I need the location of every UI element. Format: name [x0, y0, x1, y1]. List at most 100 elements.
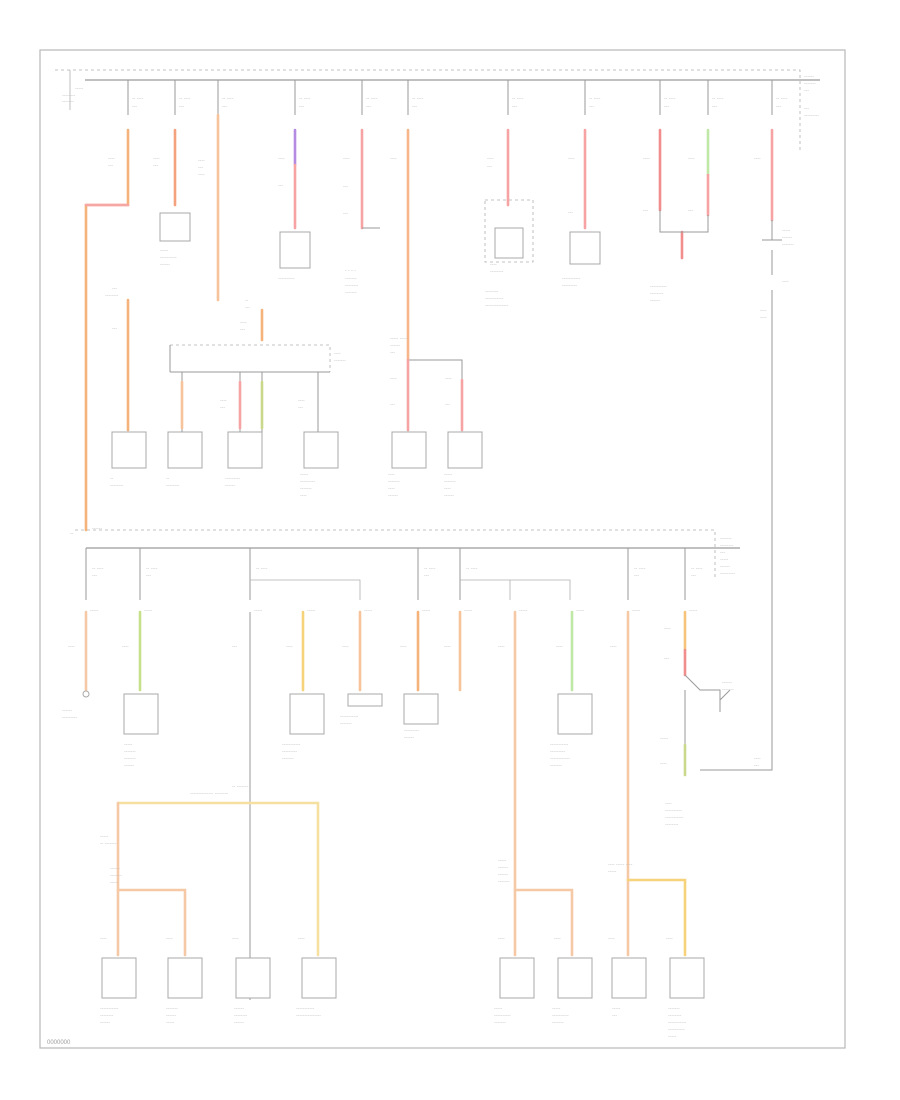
svg-text:-----: ----- — [307, 608, 316, 614]
svg-text:-----: ----- — [422, 608, 431, 614]
svg-text:----: ---- — [444, 644, 451, 650]
svg-text:------: ------ — [782, 235, 792, 241]
svg-text:---: --- — [112, 326, 117, 332]
svg-text:---------: --------- — [804, 113, 819, 119]
svg-text:----: ---- — [278, 156, 285, 162]
svg-text:--------: -------- — [490, 269, 504, 275]
svg-text:----------: ---------- — [668, 1027, 685, 1033]
svg-text:-------: ------- — [498, 879, 510, 885]
svg-text:-----------: ----------- — [562, 276, 581, 282]
svg-text:---: --- — [112, 286, 117, 292]
svg-text:---: --- — [240, 327, 245, 333]
svg-text:-------: ------- — [345, 276, 357, 282]
svg-text:----: ---- — [108, 156, 115, 162]
svg-text:-----------: ----------- — [668, 1020, 687, 1026]
svg-text:-- ----: -- ---- — [256, 566, 268, 572]
svg-text:-- ----: -- ---- — [299, 96, 311, 102]
svg-text:-----: ----- — [782, 228, 791, 234]
svg-text:----: ---- — [754, 156, 761, 162]
svg-text:---: --- — [343, 184, 348, 190]
svg-text:---: --- — [804, 88, 809, 94]
svg-text:------: ------ — [388, 493, 398, 499]
bottom-connectors — [101, 957, 705, 999]
svg-text:------: ------ — [498, 865, 508, 871]
svg-text:----: ---- — [610, 644, 617, 650]
svg-text:-------: ------- — [345, 290, 357, 296]
svg-text:----: ---- — [782, 279, 789, 285]
svg-text:----: ---- — [664, 626, 671, 632]
top-relay-loop — [659, 210, 709, 233]
svg-text:-----: ----- — [364, 608, 373, 614]
svg-text:----------: ---------- — [650, 284, 667, 290]
svg-text:---: --- — [298, 405, 303, 411]
svg-text:-- ----: -- ---- — [179, 96, 191, 102]
svg-text:--------: -------- — [110, 483, 124, 489]
svg-text:---------: --------- — [550, 749, 565, 755]
svg-text:---: --- — [664, 656, 669, 662]
svg-text:---: --- — [92, 573, 97, 579]
svg-text:----: ---- — [760, 308, 767, 314]
svg-text:--------: -------- — [345, 283, 359, 289]
svg-text:----: ---- — [198, 158, 205, 164]
svg-text:---: --- — [643, 208, 648, 214]
svg-text:----------: ---------- — [278, 276, 295, 282]
svg-text:----: ---- — [554, 936, 561, 942]
svg-text:----: ---- — [487, 156, 494, 162]
second-bus-colored-wires — [84, 610, 731, 1000]
svg-text:-------: ------- — [804, 81, 816, 87]
svg-text:-- ----: -- ---- — [222, 96, 234, 102]
svg-text:------: ------ — [390, 343, 400, 349]
svg-text:--------: -------- — [485, 289, 499, 295]
svg-text:---: --- — [568, 210, 573, 216]
svg-text:----: ---- — [286, 644, 293, 650]
svg-text:----: ---- — [298, 398, 305, 404]
top-colored-wires — [84, 113, 774, 532]
svg-text:---: --- — [390, 350, 395, 356]
svg-text:------: ------ — [404, 735, 414, 741]
svg-text:----: ---- — [660, 761, 667, 767]
svg-text:---: --- — [222, 104, 227, 110]
svg-text:-- ----: -- ---- — [146, 566, 158, 572]
svg-text:---------: --------- — [300, 479, 315, 485]
svg-text:----: ---- — [240, 320, 247, 326]
svg-text:------: ------ — [225, 483, 235, 489]
svg-text:-------: ------- — [550, 763, 562, 769]
svg-text:----------: ---------- — [552, 1013, 569, 1019]
svg-text:-- ----: -- ---- — [634, 566, 646, 572]
svg-text:---: --- — [589, 104, 594, 110]
top-module-3-outline — [484, 199, 534, 263]
svg-text:-----------: ----------- — [296, 1006, 315, 1012]
middle-section: ----------- --- ----- ------- ----------… — [105, 286, 483, 499]
svg-text:-----: ----- — [689, 608, 698, 614]
svg-text:---: --- — [512, 104, 517, 110]
top-components: ------- ------- ----------- ------- ----… — [108, 156, 794, 771]
svg-text:-----: ----- — [720, 557, 729, 563]
svg-text:------: ------ — [160, 262, 170, 268]
svg-text:----: ---- — [498, 644, 505, 650]
svg-text:-- ----: -- ---- — [712, 96, 724, 102]
svg-text:----: ---- — [643, 156, 650, 162]
svg-text:----: ---- — [390, 156, 397, 162]
svg-text:---: --- — [179, 104, 184, 110]
svg-text:---: --- — [299, 104, 304, 110]
second-bus: -------- -- ------- -- ------- -- ---- -… — [70, 526, 740, 600]
svg-text:---: --- — [804, 106, 809, 112]
svg-text:-- -------: -- ------- — [100, 841, 117, 847]
svg-text:-- ----: -- ---- — [776, 96, 788, 102]
svg-text:-- ----: -- ---- — [412, 96, 424, 102]
svg-text:---------: --------- — [720, 571, 735, 577]
svg-text:----: ---- — [153, 156, 160, 162]
svg-text:-------: ------- — [62, 99, 74, 105]
svg-text:-------: ------- — [166, 1006, 178, 1012]
svg-text:-----------: ----------- — [665, 815, 684, 821]
svg-text:-- ----: -- ---- — [366, 96, 378, 102]
svg-text:------: ------ — [124, 763, 134, 769]
svg-text:----: ---- — [754, 756, 761, 762]
svg-text:-----: ----- — [254, 608, 263, 614]
svg-text:-- ----: -- ---- — [589, 96, 601, 102]
svg-text:- - - -: - - - - — [345, 268, 356, 274]
svg-text:-----: ----- — [166, 1020, 175, 1026]
svg-text:----: ---- — [100, 936, 107, 942]
top-fuse-box-outline — [55, 69, 801, 150]
svg-text:-----: ----- — [144, 608, 153, 614]
